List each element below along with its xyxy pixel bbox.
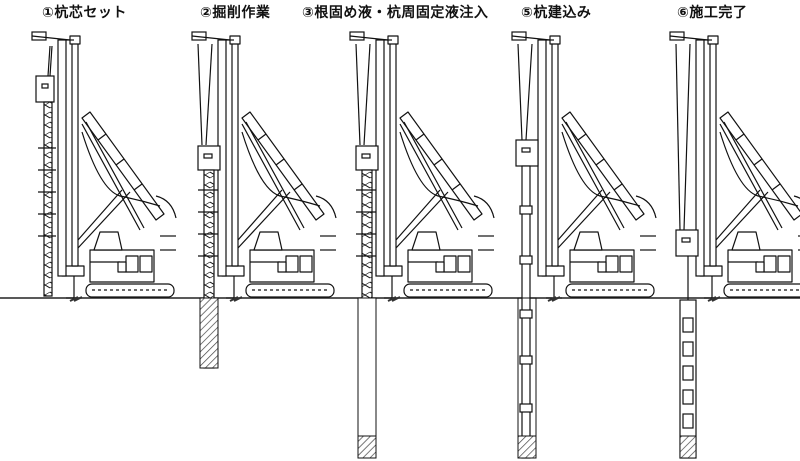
installed-pile-6 (679, 299, 697, 459)
leader-step-5 (511, 31, 551, 459)
step-title-2: ②掘削作業 (200, 5, 271, 21)
root-fix-zone-5 (517, 435, 537, 459)
rig-step-5 (539, 35, 657, 299)
root-fix-zone-6 (679, 435, 697, 459)
ground-mark-3 (387, 296, 401, 302)
step-title-1: ①杭芯セット (42, 5, 127, 21)
ground-mark-5 (547, 296, 561, 302)
step-title-5: ⑤杭建込み (521, 5, 592, 21)
rig-step-3 (377, 35, 495, 299)
root-fix-zone-3 (357, 435, 377, 459)
leader-step-6 (669, 31, 709, 300)
rig-step-1 (59, 35, 177, 299)
ground-mark-6 (707, 296, 721, 302)
step-title-6: ⑥施工完了 (677, 5, 748, 21)
step-title-3: ③根固め液・杭周固定液注入 (302, 5, 489, 21)
ground-mark-2 (229, 296, 243, 302)
leader-step-1 (31, 31, 71, 297)
rig-step-2 (219, 35, 337, 299)
ground-mark-1 (69, 296, 83, 302)
borehole-2 (199, 297, 219, 369)
borehole-3 (357, 297, 377, 459)
rig-step-6 (697, 35, 800, 299)
